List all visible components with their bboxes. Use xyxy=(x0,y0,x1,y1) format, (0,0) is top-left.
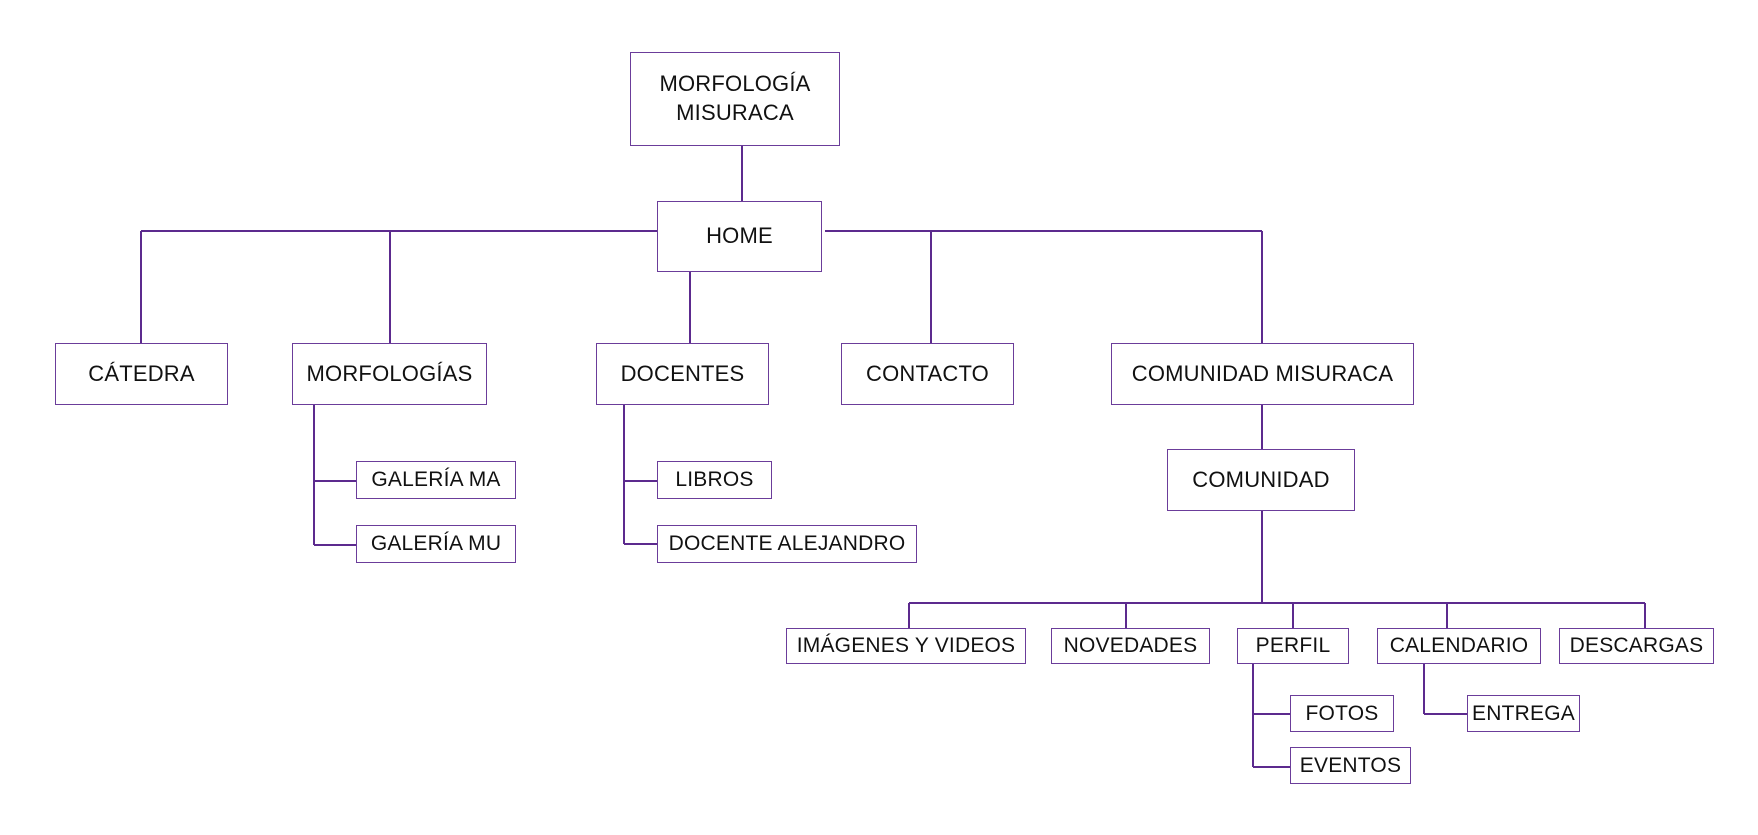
node-morfologia-misuraca: MORFOLOGÍA MISURACA xyxy=(630,52,840,146)
node-descargas: DESCARGAS xyxy=(1559,628,1714,664)
node-novedades: NOVEDADES xyxy=(1051,628,1210,664)
node-entrega: ENTREGA xyxy=(1467,695,1580,732)
node-galeria-ma: GALERÍA MA xyxy=(356,461,516,499)
node-comunidad-misuraca: COMUNIDAD MISURACA xyxy=(1111,343,1414,405)
node-docentes: DOCENTES xyxy=(596,343,769,405)
node-eventos: EVENTOS xyxy=(1290,747,1411,784)
node-imagenes-videos: IMÁGENES Y VIDEOS xyxy=(786,628,1026,664)
node-perfil: PERFIL xyxy=(1237,628,1349,664)
node-root-line2: MISURACA xyxy=(676,100,794,125)
node-calendario: CALENDARIO xyxy=(1377,628,1541,664)
node-contacto: CONTACTO xyxy=(841,343,1014,405)
node-comunidad: COMUNIDAD xyxy=(1167,449,1355,511)
node-fotos: FOTOS xyxy=(1290,695,1394,732)
node-home: HOME xyxy=(657,201,822,272)
node-docente-alejandro: DOCENTE ALEJANDRO xyxy=(657,525,917,563)
node-root-line1: MORFOLOGÍA xyxy=(659,71,811,97)
node-catedra: CÁTEDRA xyxy=(55,343,228,405)
node-libros: LIBROS xyxy=(657,461,772,499)
node-galeria-mu: GALERÍA MU xyxy=(356,525,516,563)
node-morfologias: MORFOLOGÍAS xyxy=(292,343,487,405)
